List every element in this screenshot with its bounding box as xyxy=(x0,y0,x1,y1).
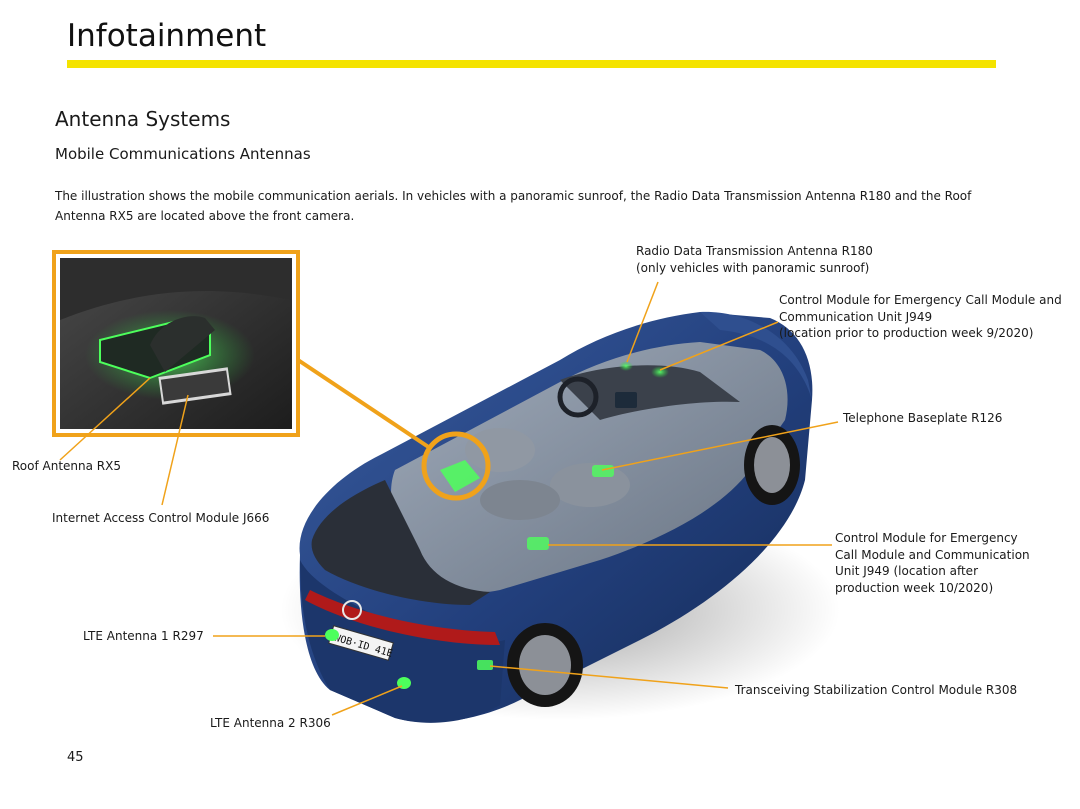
car-body: WOB·ID 41E xyxy=(299,311,813,723)
vw-logo-icon xyxy=(342,600,362,620)
detail-callout-connector xyxy=(296,358,432,450)
r126-marker xyxy=(592,465,614,477)
label-r126: Telephone Baseplate R126 xyxy=(843,411,1003,425)
intro-paragraph: The illustration shows the mobile commun… xyxy=(55,189,972,223)
j949-prior-marker xyxy=(651,366,669,378)
label-j666: Internet Access Control Module J666 xyxy=(52,511,270,525)
r308-marker xyxy=(477,660,493,670)
page-number: 45 xyxy=(67,750,84,765)
label-j949-prior: Control Module for Emergency Call Module… xyxy=(779,293,1062,340)
roof-antenna-detail-inset xyxy=(52,250,300,437)
r297-marker xyxy=(325,629,339,641)
label-r306: LTE Antenna 2 R306 xyxy=(210,716,331,730)
j949-after-marker xyxy=(527,537,549,550)
leader-lines xyxy=(59,281,839,716)
page-title: Infotainment xyxy=(67,18,267,54)
r180-marker xyxy=(619,361,633,371)
component-highlights xyxy=(325,361,669,689)
label-r297: LTE Antenna 1 R297 xyxy=(83,629,204,643)
label-j949-after: Control Module for Emergency Call Module… xyxy=(835,531,1030,595)
section-heading: Antenna Systems xyxy=(55,107,231,131)
label-r308: Transceiving Stabilization Control Modul… xyxy=(735,683,1018,697)
label-r180: Radio Data Transmission Antenna R180 (on… xyxy=(636,244,873,275)
label-rx5: Roof Antenna RX5 xyxy=(12,459,121,473)
detail-callout-circle xyxy=(421,431,491,501)
rx5-marker xyxy=(440,460,480,492)
section-subheading: Mobile Communications Antennas xyxy=(55,145,311,163)
title-underline xyxy=(67,60,996,68)
